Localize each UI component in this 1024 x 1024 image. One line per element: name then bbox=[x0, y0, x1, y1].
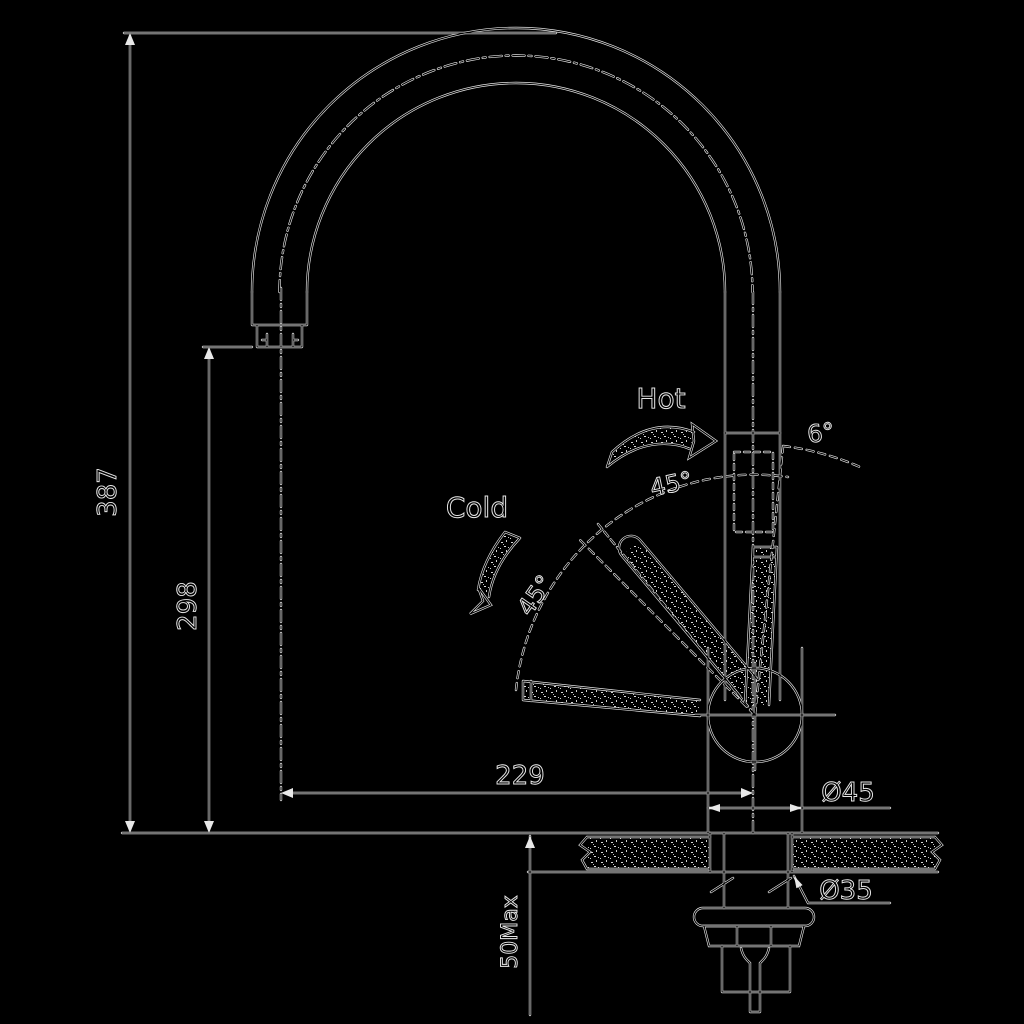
dim-outlet-height: 298 bbox=[173, 581, 203, 631]
counter-hatch-right bbox=[792, 837, 935, 869]
dim-overall-height: 387 bbox=[93, 467, 123, 517]
dimension-arrowheads bbox=[125, 33, 803, 889]
arrow-387-top bbox=[125, 33, 135, 45]
arrow-229-left bbox=[281, 788, 293, 798]
arrow-298-bottom bbox=[204, 821, 214, 833]
arrow-387-bottom bbox=[125, 821, 135, 833]
arrow-229-right bbox=[741, 788, 753, 798]
drawing-labels: 387 298 229 Ø45 Ø35 50Max Hot Cold 45° 4… bbox=[93, 382, 876, 970]
arrow-d45-right bbox=[790, 804, 802, 812]
label-hot: Hot bbox=[636, 382, 685, 415]
dim-base-diameter: Ø45 bbox=[821, 778, 875, 808]
dim-spout-reach: 229 bbox=[495, 761, 545, 791]
dim-hole-diameter: Ø35 bbox=[819, 876, 873, 906]
counter-hatch-left bbox=[587, 837, 710, 869]
angle-hot-sector: 45° bbox=[648, 466, 695, 502]
arrow-d45-left bbox=[708, 804, 720, 812]
arrow-d35-leader bbox=[794, 876, 803, 889]
angle-handle-tilt: 6° bbox=[805, 417, 836, 449]
hot-arrow-hatch bbox=[607, 426, 694, 467]
label-cold: Cold bbox=[446, 491, 508, 524]
handle-horizontal-hatch bbox=[523, 681, 700, 716]
angle-cold-sector: 45° bbox=[512, 570, 559, 621]
arrow-50max-top bbox=[525, 836, 535, 848]
arrow-298-top bbox=[204, 347, 214, 359]
dim-max-counter-thickness: 50Max bbox=[498, 895, 523, 968]
